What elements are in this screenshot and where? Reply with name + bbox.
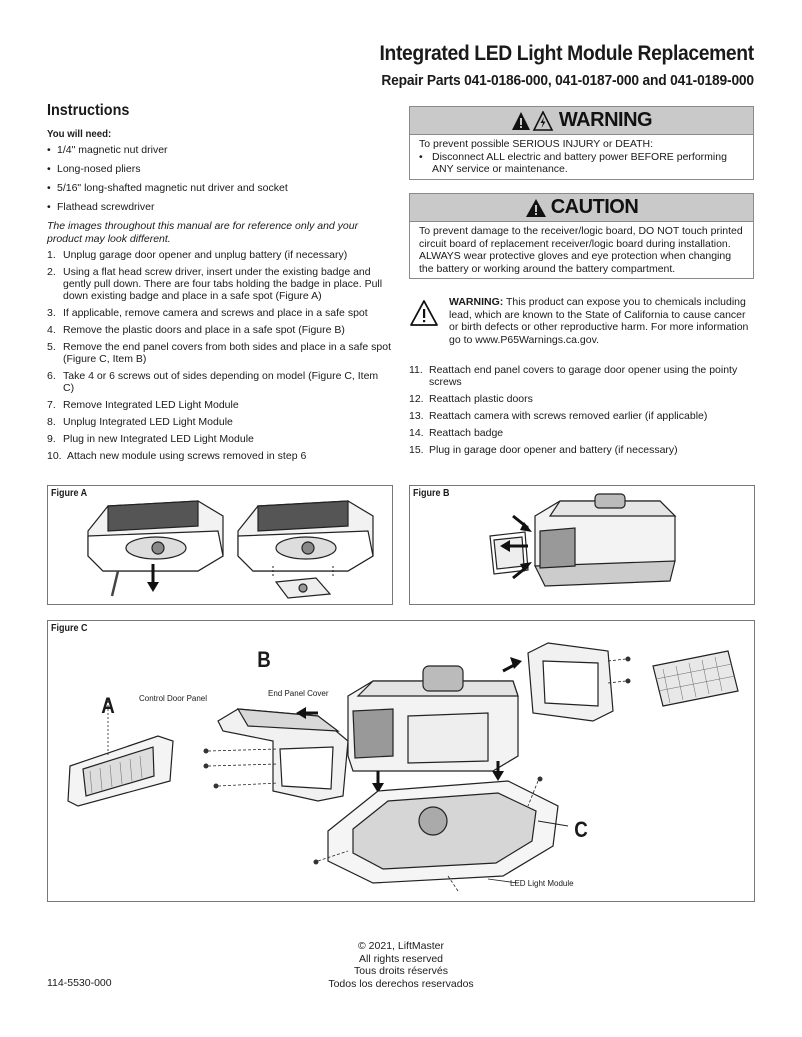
warning-bullet: Disconnect ALL electric and battery powe… <box>419 151 744 176</box>
figure-c-label: Figure C <box>51 623 88 634</box>
footer-copyright: © 2021, LiftMaster All rights reserved T… <box>328 940 474 990</box>
you-will-need-label: You will need: <box>47 128 112 140</box>
instructions-left-column: You will need: 1/4" magnetic nut driver … <box>47 128 392 467</box>
step-item: 14.Reattach badge <box>409 427 504 439</box>
figure-a-illustration <box>87 500 374 599</box>
figure-a: Figure A <box>47 485 393 605</box>
step-item: 2.Using a flat head screw driver, insert… <box>47 266 383 302</box>
document-code: 114-5530-000 <box>47 977 112 989</box>
tool-item: Long-nosed pliers <box>47 163 392 176</box>
step-item: 13.Reattach camera with screws removed e… <box>409 410 708 422</box>
figure-c-item-a: A <box>101 693 115 718</box>
caution-body: To prevent damage to the receiver/logic … <box>419 225 743 275</box>
prop65-warning-icon <box>410 300 438 326</box>
figure-c: Figure C <box>47 620 755 902</box>
step-item: 6.Take 4 or 6 screws out of sides depend… <box>47 370 379 394</box>
prop65-text: This product can expose you to chemicals… <box>449 296 749 346</box>
reference-note: The images throughout this manual are fo… <box>47 220 359 245</box>
step-item: 9.Plug in new Integrated LED Light Modul… <box>47 433 254 445</box>
prop65-warning: WARNING: This product can expose you to … <box>409 296 754 346</box>
step-item: 15.Plug in garage door opener and batter… <box>409 444 678 456</box>
figure-c-item-b: B <box>257 647 271 672</box>
step-item: 3.If applicable, remove camera and screw… <box>47 307 368 319</box>
caution-triangle-icon <box>525 198 546 217</box>
tool-item: Flathead screwdriver <box>47 201 392 214</box>
tool-item: 5/16" long-shafted magnetic nut driver a… <box>47 182 392 195</box>
figure-b-label: Figure B <box>413 488 450 499</box>
step-item: 11.Reattach end panel covers to garage d… <box>409 364 738 388</box>
step-item: 12.Reattach plastic doors <box>409 393 533 405</box>
led-light-module-callout: LED Light Module <box>510 879 574 888</box>
figure-b-illustration <box>489 493 677 587</box>
prop65-label: WARNING: <box>449 296 504 308</box>
warning-triangle-icon <box>511 110 554 131</box>
figure-c-illustration <box>67 642 739 892</box>
caution-banner: CAUTION <box>410 194 753 222</box>
warning-box: WARNING To prevent possible SERIOUS INJU… <box>409 106 754 180</box>
figure-a-label: Figure A <box>51 488 88 499</box>
warning-line: To prevent possible SERIOUS INJURY or DE… <box>419 138 653 150</box>
caution-box: CAUTION To prevent damage to the receive… <box>409 193 754 279</box>
step-item: 4.Remove the plastic doors and place in … <box>47 324 345 336</box>
caution-word: CAUTION <box>550 196 639 218</box>
warning-word: WARNING <box>558 109 653 131</box>
end-panel-cover-callout: End Panel Cover <box>268 689 329 698</box>
step-item: 5.Remove the end panel covers from both … <box>47 341 392 365</box>
step-item: 10.Attach new module using screws remove… <box>47 450 307 462</box>
control-door-panel-callout: Control Door Panel <box>139 694 208 703</box>
document-subtitle: Repair Parts 041-0186-000, 041-0187-000 … <box>381 72 754 89</box>
document-title: Integrated LED Light Module Replacement <box>379 42 755 65</box>
step-item: 8.Unplug Integrated LED Light Module <box>47 416 233 428</box>
instructions-right-column: 11.Reattach end panel covers to garage d… <box>409 364 754 461</box>
warning-banner: WARNING <box>410 107 753 135</box>
figure-c-item-c: C <box>574 817 588 842</box>
tool-item: 1/4" magnetic nut driver <box>47 144 392 157</box>
step-item: 1.Unplug garage door opener and unplug b… <box>47 249 348 261</box>
figure-b: Figure B <box>409 485 755 605</box>
step-item: 7.Remove Integrated LED Light Module <box>47 399 239 411</box>
warning-body: To prevent possible SERIOUS INJURY or DE… <box>410 135 753 179</box>
instructions-heading: Instructions <box>47 102 130 119</box>
